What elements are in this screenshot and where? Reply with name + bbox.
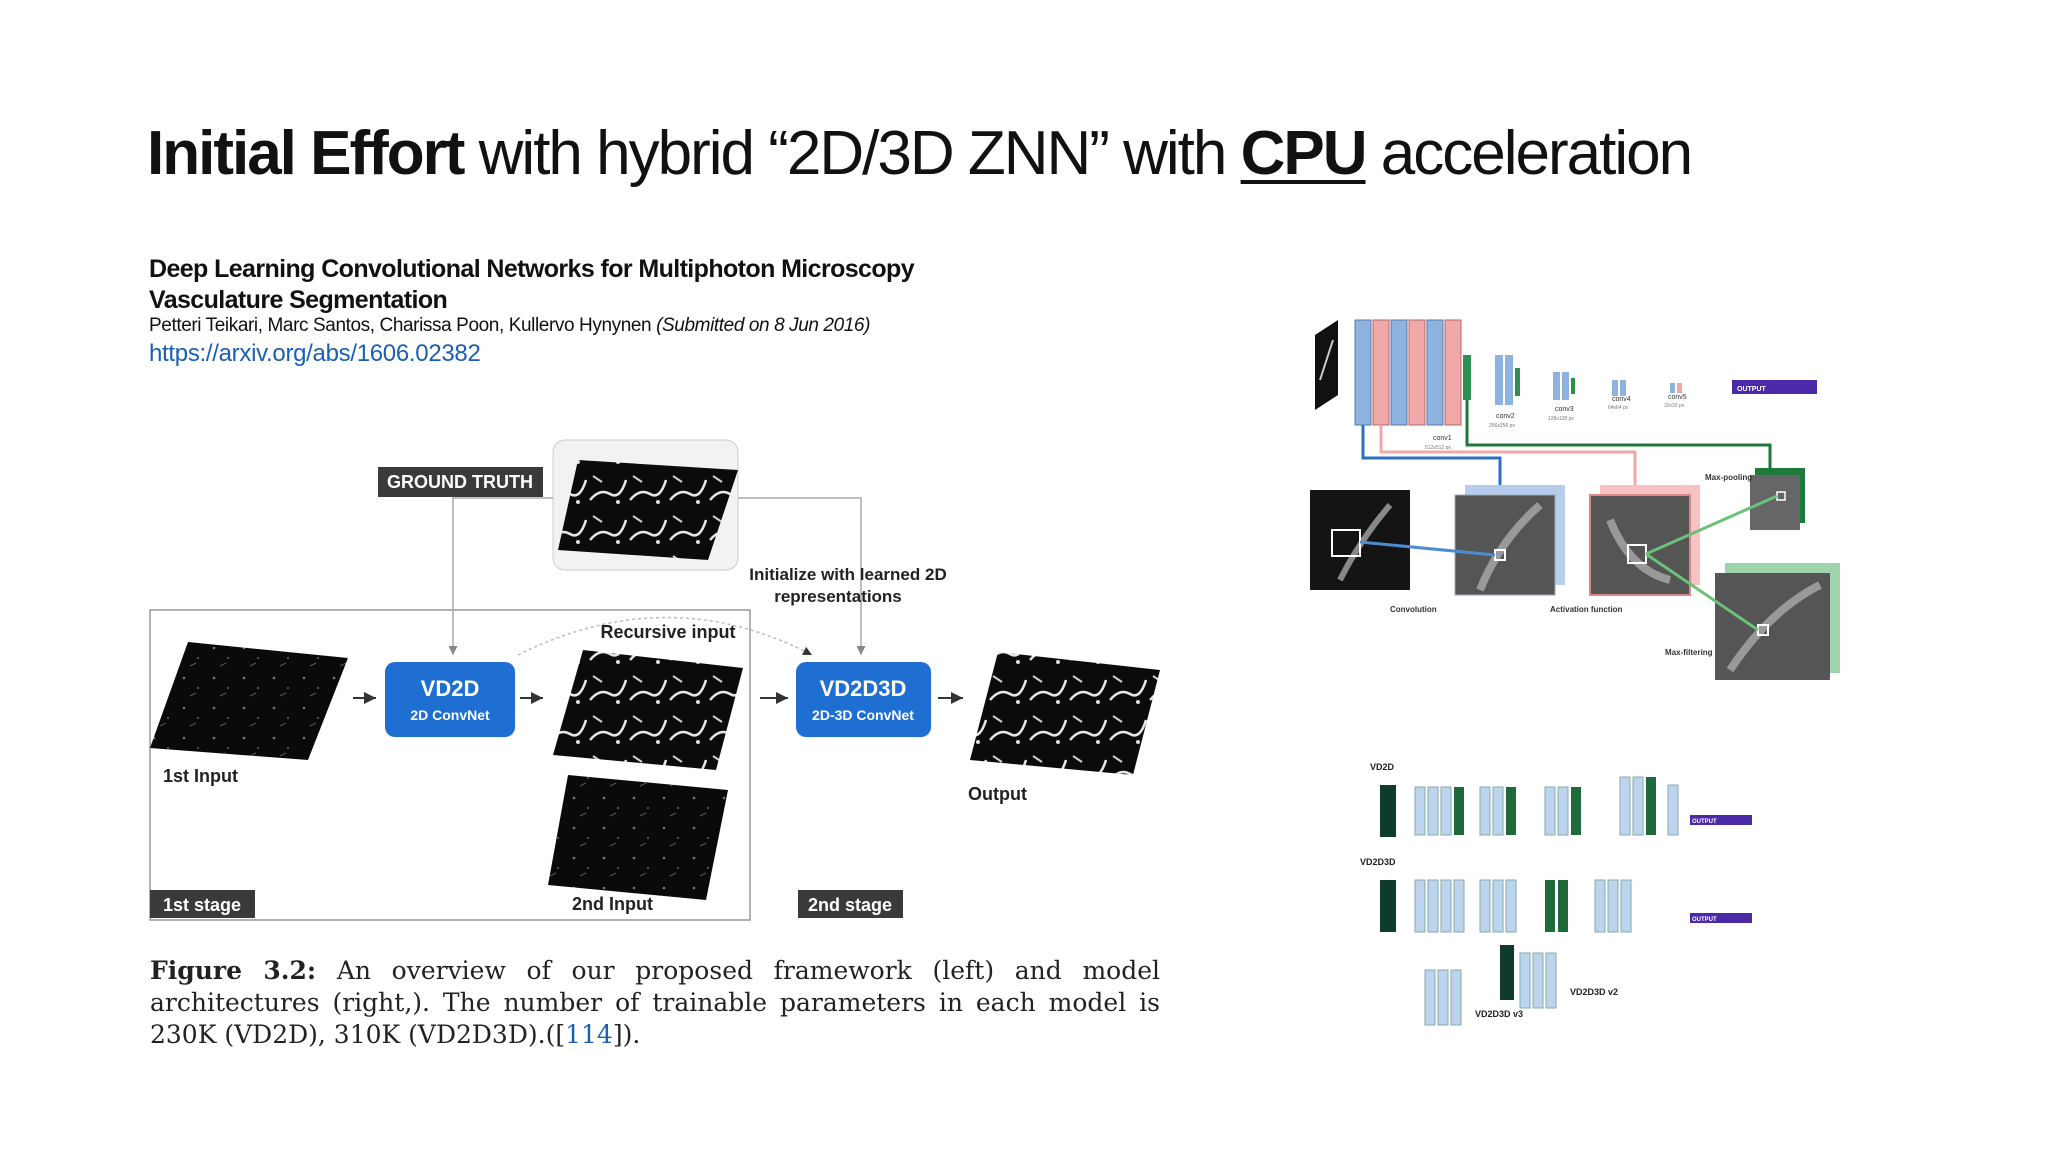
caption-text-end: ]). [612,1020,641,1049]
recursive-input-label: Recursive input [600,622,735,642]
cnn-architecture-figure: conv1 512x512 px conv2 256x256 px conv3 … [1310,319,1840,680]
input-slice [1315,320,1338,410]
vd2d3d-subtitle: 2D-3D ConvNet [812,707,914,723]
vd2d3d-name: VD2D3D [820,676,907,701]
recursive-input-image [553,650,743,770]
variant-label-vd2d3d: VD2D3D [1360,857,1396,867]
variant-label-v2: VD2D3D v2 [1570,987,1618,997]
ground-truth-badge [378,467,543,497]
paper-title: Deep Learning Convolutional Networks for… [149,255,915,314]
activation-panel [1589,494,1691,596]
vd2d-block [385,662,515,737]
init-note-line1: Initialize with learned 2D [749,565,946,584]
authors-names: Petteri Teikari, Marc Santos, Charissa P… [149,315,652,336]
framework-figure: GROUND TRUTH Initialize with learned 2D … [149,439,1160,921]
conv3-stack [1553,372,1575,400]
stage1-label: 1st stage [163,895,241,915]
caption-text: An overview of our proposed framework (l… [150,956,1161,1049]
conv5-label: conv5 [1668,394,1687,401]
submitted-date: (Submitted on 8 Jun 2016) [656,315,871,336]
conv4-stack [1612,380,1626,396]
first-input-label: 1st Input [163,766,238,786]
caption-reference[interactable]: 114 [565,1020,613,1049]
ground-truth-image [558,460,738,560]
conv1-label: conv1 [1433,435,1452,442]
stage1-badge [150,890,255,918]
variant-label-vd2d: VD2D [1370,762,1395,772]
title-cpu-part: CPU [1240,119,1368,188]
caption-label: Figure 3.2: [150,956,317,985]
stage2-badge [798,890,903,918]
conv2-label: conv2 [1496,413,1515,420]
conv5-size: 32x32 px [1664,403,1685,409]
variant-output-1: OUTPUT [1692,819,1717,825]
vd2d3d-block [796,662,931,737]
model-variants-figure: VD2D OUTPUT VD2D3D OUTPUT VD2D3D v2 VD2D… [1360,762,1752,1026]
variant-output-2: OUTPUT [1692,917,1717,923]
second-input-image [548,775,728,900]
maxpooling-panel [1750,475,1800,530]
activation-label: Activation function [1550,605,1623,614]
slide-title: Initial Effort with hybrid “2D/3D ZNN” w… [147,118,1693,189]
title-end-part: acceleration [1365,119,1693,188]
paper-authors: Petteri Teikari, Marc Santos, Charissa P… [149,315,870,337]
init-note-line2: representations [774,587,902,606]
vd2d-subtitle: 2D ConvNet [410,707,490,723]
arxiv-link[interactable]: https://arxiv.org/abs/1606.02382 [149,340,481,367]
maxpooling-label: Max-pooling [1705,473,1752,482]
stage1-box [149,609,751,921]
conv1-size: 512x512 px [1425,445,1451,451]
conv3-label: conv3 [1555,406,1574,413]
title-bold-part: Initial Effort [147,119,465,188]
conv5-stack [1670,383,1682,393]
first-input-image [150,642,348,760]
conv2-size: 256x256 px [1489,423,1515,429]
conv1-stack [1354,319,1471,426]
variant-label-v3: VD2D3D v3 [1475,1009,1523,1019]
output-bar [1732,380,1817,394]
ground-truth-label: GROUND TRUTH [387,472,533,492]
convolution-label: Convolution [1390,605,1437,614]
figure-caption: Figure 3.2: An overview of our proposed … [150,955,1160,1051]
conv4-size: 64x64 px [1608,405,1629,411]
conv4-label: conv4 [1612,396,1631,403]
conv2-stack [1495,355,1520,405]
output-image [970,652,1160,775]
maxfiltering-label: Max-filtering [1665,648,1713,657]
stage2-label: 2nd stage [808,895,892,915]
second-input-label: 2nd Input [572,894,653,914]
output-bar-label: OUTPUT [1737,386,1767,393]
output-label: Output [968,784,1027,804]
vd2d-name: VD2D [421,676,480,701]
title-middle-part: with hybrid “2D/3D ZNN” with [463,119,1241,188]
conv3-size: 128x128 px [1548,416,1574,422]
